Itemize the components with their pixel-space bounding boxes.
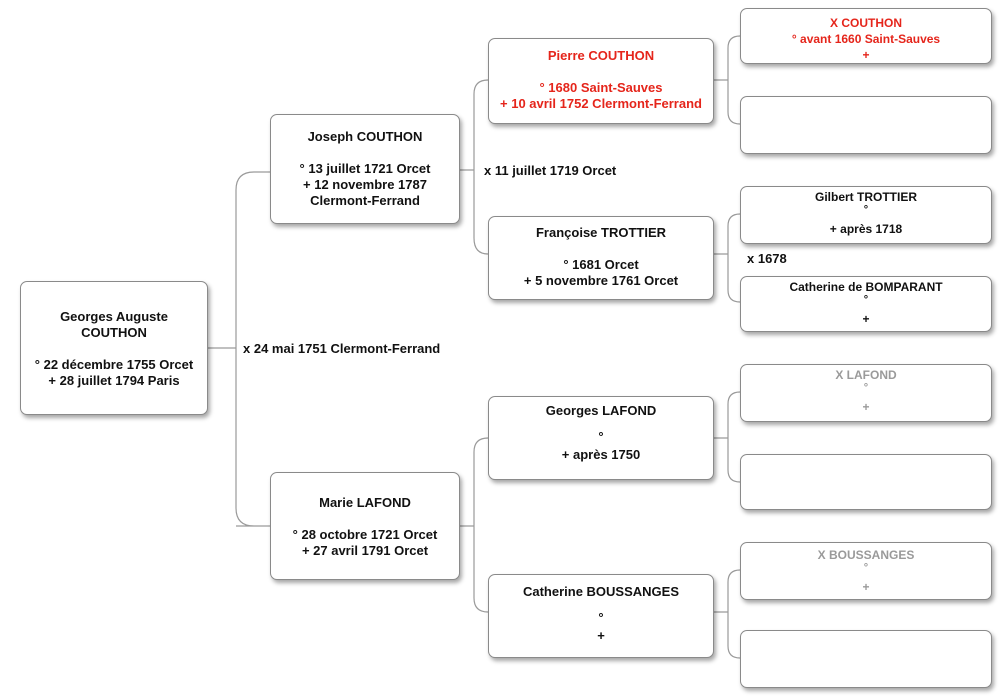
person-card-ggf-couthon[interactable]: X COUTHON ° avant 1660 Saint-Sauves + [740, 8, 992, 64]
person-birth: ° [863, 294, 869, 306]
person-death: + [862, 580, 870, 594]
person-birth: ° 1680 Saint-Sauves [539, 80, 663, 95]
person-birth: ° [863, 562, 869, 574]
person-card-paternal-grandfather[interactable]: Pierre COUTHON ° 1680 Saint-Sauves + 10 … [488, 38, 714, 124]
person-card-empty[interactable] [740, 454, 992, 510]
person-birth: ° [598, 429, 604, 444]
person-birth: ° 13 juillet 1721 Orcet [299, 161, 431, 176]
person-card-empty[interactable] [740, 630, 992, 688]
person-name: Pierre COUTHON [547, 48, 655, 63]
person-card-ggf-trottier[interactable]: Gilbert TROTTIER ° + après 1718 [740, 186, 992, 244]
person-name: Georges Auguste [60, 309, 168, 324]
person-card-mother[interactable]: Marie LAFOND ° 28 octobre 1721 Orcet + 2… [270, 472, 460, 580]
person-card-father[interactable]: Joseph COUTHON ° 13 juillet 1721 Orcet +… [270, 114, 460, 224]
marriage-label-father: x 11 juillet 1719 Orcet [484, 163, 617, 178]
person-death: + [597, 628, 605, 643]
person-death: + après 1718 [829, 222, 903, 236]
person-name: Gilbert TROTTIER [815, 190, 917, 204]
person-name: Georges LAFOND [545, 403, 657, 418]
person-card-ggf-boussanges[interactable]: X BOUSSANGES ° + [740, 542, 992, 600]
person-death: + 27 avril 1791 Orcet [301, 543, 429, 558]
person-birth: ° 22 décembre 1755 Orcet [34, 357, 194, 372]
person-name: Catherine BOUSSANGES [522, 584, 680, 599]
person-birth: ° 28 octobre 1721 Orcet [292, 527, 438, 542]
person-death: + 12 novembre 1787 [303, 177, 427, 192]
person-birth: ° avant 1660 Saint-Sauves [791, 32, 941, 46]
person-name: Françoise TROTTIER [535, 225, 667, 240]
person-name: X BOUSSANGES [817, 548, 915, 562]
person-death: + 28 juillet 1794 Paris [48, 373, 180, 388]
person-death-place: Clermont-Ferrand [310, 193, 420, 208]
marriage-label-root: x 24 mai 1751 Clermont-Ferrand [243, 341, 441, 356]
person-death: + 5 novembre 1761 Orcet [523, 273, 679, 288]
person-name: X COUTHON [830, 16, 902, 30]
person-card-ggf-lafond[interactable]: X LAFOND ° + [740, 364, 992, 422]
person-name: Joseph COUTHON [307, 129, 423, 144]
person-card-root[interactable]: Georges Auguste COUTHON ° 22 décembre 17… [20, 281, 208, 415]
person-death: + [862, 400, 870, 414]
marriage-label-ggp-trottier: x 1678 [747, 251, 787, 266]
person-death: + 10 avril 1752 Clermont-Ferrand [500, 96, 702, 111]
person-name: Catherine de BOMPARANT [789, 280, 943, 294]
person-name: COUTHON [81, 325, 147, 340]
person-card-ggm-bomparant[interactable]: Catherine de BOMPARANT ° + [740, 276, 992, 332]
person-card-maternal-grandmother[interactable]: Catherine BOUSSANGES ° + [488, 574, 714, 658]
person-death: + [862, 312, 870, 326]
person-card-maternal-grandfather[interactable]: Georges LAFOND ° + après 1750 [488, 396, 714, 480]
person-birth: ° 1681 Orcet [563, 257, 639, 272]
person-card-paternal-grandmother[interactable]: Françoise TROTTIER ° 1681 Orcet + 5 nove… [488, 216, 714, 300]
person-name: X LAFOND [835, 368, 897, 382]
person-birth: ° [863, 204, 869, 216]
person-death: + après 1750 [561, 447, 641, 462]
person-birth: ° [598, 610, 604, 625]
person-card-empty[interactable] [740, 96, 992, 154]
person-death: + [862, 48, 870, 62]
person-name: Marie LAFOND [319, 495, 411, 510]
person-birth: ° [863, 382, 869, 394]
